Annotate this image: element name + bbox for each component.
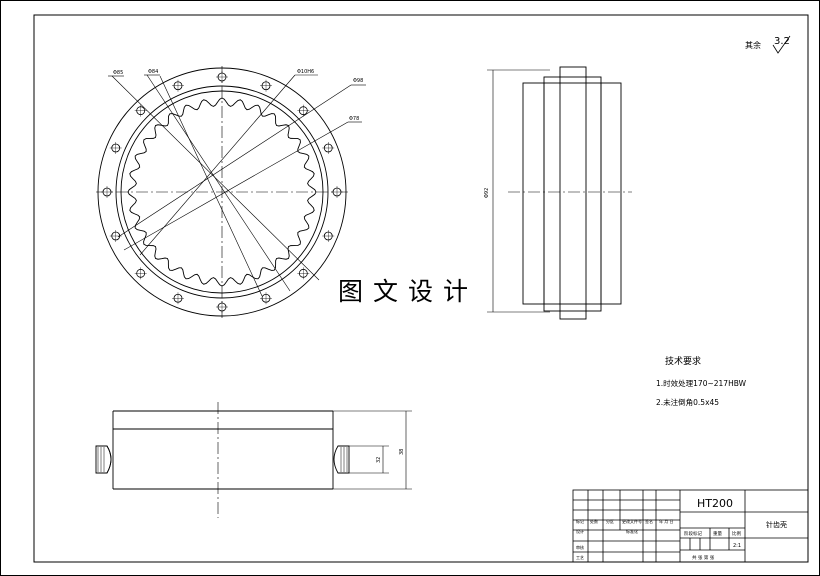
title-block-text: HT200 针齿壳 标记 处数 分区 更改文件号 签名 年 月 日 设计 审核 …: [576, 497, 787, 561]
row-label: 审核: [576, 544, 584, 550]
dimension-leaders: [108, 74, 366, 297]
part-name: 针齿壳: [766, 520, 787, 529]
tech-req-item: 2.未注倒角0.5x45: [656, 397, 719, 407]
callout-phi78: Φ78: [349, 116, 359, 122]
leader-line: [117, 84, 352, 238]
callout-phi85: Φ85: [113, 70, 123, 76]
surface-roughness-note: 其余 3.2: [745, 35, 791, 54]
side-dimension: Φ92: [484, 188, 490, 198]
callout-phi98: Φ98: [353, 78, 363, 84]
bolt-holes: [101, 71, 343, 313]
tech-req-item: 1.时效处理170~217HBW: [656, 378, 747, 388]
inner-border: [33, 14, 809, 563]
svg-text:其余: 其余: [745, 40, 761, 50]
title-block: [572, 489, 809, 563]
header-cell: 分区: [606, 518, 614, 524]
section-view: [95, 402, 412, 518]
leader-line: [146, 74, 291, 292]
tech-req-title: 技术要求: [665, 355, 701, 367]
leader-line: [139, 74, 296, 256]
svg-text:3.2: 3.2: [774, 36, 790, 47]
technical-requirements: 技术要求 1.时效处理170~217HBW 2.未注倒角0.5x45: [656, 355, 747, 407]
header-cell: 更改文件号: [622, 518, 642, 524]
row-label: 设计: [576, 528, 584, 534]
scale-label: 比例: [732, 530, 741, 537]
leader-line: [123, 121, 349, 251]
callout-phi84: Φ84: [148, 69, 158, 75]
gear-rings: [96, 66, 350, 318]
sheets-label: 共 张 第 张: [692, 554, 715, 561]
stage-label: 阶段标记: [684, 530, 702, 537]
weight-label: 重量: [713, 530, 722, 537]
front-view: Φ85 Φ84 Φ10H6 Φ98 Φ78: [96, 66, 366, 318]
material: HT200: [697, 497, 733, 510]
section-dim-inner: 32: [376, 457, 382, 463]
scale-value: 2:1: [733, 543, 741, 549]
leader-line: [159, 75, 263, 297]
std-label: 标准化: [626, 528, 638, 534]
header-cell: 签名: [645, 518, 653, 524]
section-dim-outer: 38: [399, 449, 405, 455]
row-label: 工艺: [576, 555, 584, 560]
header-cell: 处数: [590, 518, 598, 524]
header-cell: 年 月 日: [659, 518, 674, 524]
header-cell: 标记: [576, 518, 584, 524]
watermark: 图文设计: [336, 272, 481, 308]
side-view: [487, 66, 632, 320]
callout-phi10h6: Φ10H6: [297, 69, 314, 75]
